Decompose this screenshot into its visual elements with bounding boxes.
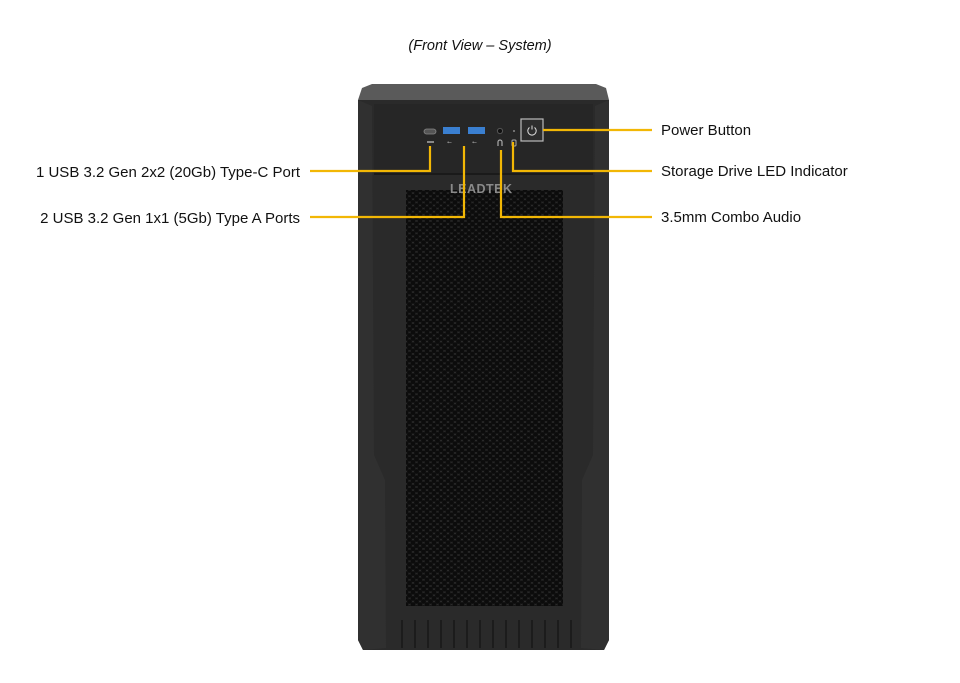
- headset-icon: [497, 139, 503, 146]
- brand-logo: LEADTEK: [450, 182, 513, 196]
- usb-a-port-1: [443, 127, 460, 134]
- storage-led: [513, 130, 515, 132]
- front-mesh-grille: [406, 190, 563, 606]
- label-storage-led: Storage Drive LED Indicator: [661, 163, 848, 180]
- diagram-title: (Front View – System): [408, 38, 552, 54]
- callout-audio: [499, 150, 652, 219]
- callout-usb-a: [310, 146, 466, 219]
- power-icon: [527, 125, 537, 136]
- callout-usb-c: [310, 146, 432, 173]
- top-bezel: [358, 84, 609, 100]
- label-power-button: Power Button: [661, 122, 752, 139]
- label-usb-a: 2 USB 3.2 Gen 1x1 (5Gb) Type A Ports: [40, 210, 300, 227]
- io-panel: [374, 104, 593, 174]
- label-audio: 3.5mm Combo Audio: [661, 209, 802, 226]
- usb-c-icon: [427, 141, 434, 143]
- bottom-ribs: [401, 620, 572, 648]
- left-side-trim: [358, 100, 386, 650]
- usb-a-port-2: [468, 127, 485, 134]
- usb-icon: ⭠: [447, 140, 452, 146]
- right-side-trim: [581, 100, 609, 650]
- usb-icon: ⭠: [472, 140, 477, 146]
- label-usb-c: 1 USB 3.2 Gen 2x2 (20Gb) Type-C Port: [35, 164, 300, 181]
- usb-c-port: [423, 128, 437, 135]
- audio-jack: [496, 127, 504, 135]
- callout-storage-led: [511, 142, 652, 173]
